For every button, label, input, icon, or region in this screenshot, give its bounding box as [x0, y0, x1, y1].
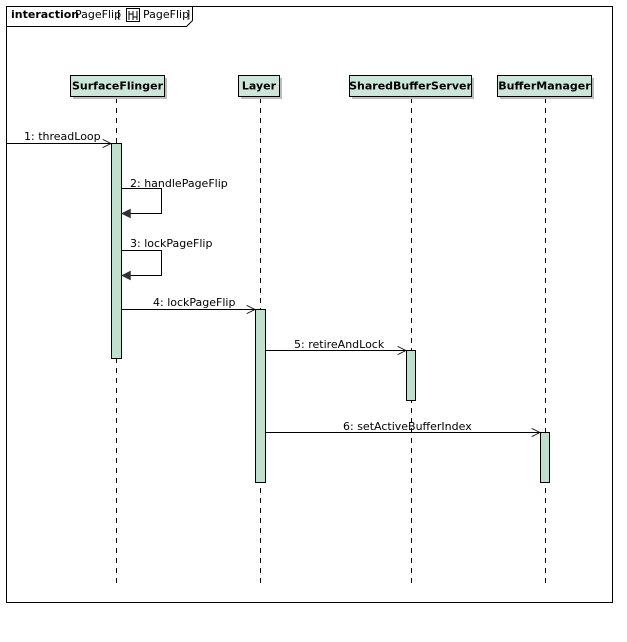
- frame-diagram-ref: PageFlip: [143, 8, 189, 21]
- sequence-diagram-icon: [126, 8, 140, 22]
- frame-name: PageFlip: [75, 8, 121, 21]
- frame-bracket-close: ]: [186, 8, 190, 21]
- message-6-label: 6: setActiveBufferIndex: [343, 420, 472, 433]
- activation-bar-buffermanager: [540, 432, 550, 483]
- activation-bar-layer: [255, 309, 266, 483]
- message-2-arrow[interactable]: [122, 188, 162, 214]
- lifeline-name-buffermanager: BufferManager: [498, 80, 591, 93]
- lifeline-buffermanager[interactable]: BufferManager: [497, 75, 595, 100]
- interaction-frame: interaction PageFlip [ PageFlip ]: [6, 6, 613, 603]
- message-3-arrow[interactable]: [122, 250, 162, 276]
- lifeline-head-box[interactable]: [497, 75, 592, 97]
- message-5[interactable]: 5: retireAndLock: [266, 338, 406, 351]
- frame-header-tab: [6, 6, 193, 27]
- frame-keyword: interaction: [11, 8, 79, 21]
- frame-bracket-open: [: [117, 8, 121, 21]
- message-2[interactable]: 2: handlePageFlip: [122, 177, 228, 214]
- lifeline-layer[interactable]: Layer: [238, 75, 283, 100]
- lifeline-sharedbufferserver[interactable]: SharedBufferServer: [349, 75, 474, 100]
- lifeline-name-surfaceflinger: SurfaceFlinger: [72, 80, 164, 93]
- message-3[interactable]: 3: lockPageFlip: [122, 237, 213, 276]
- lifeline-name-sharedbufferserver: SharedBufferServer: [349, 80, 472, 93]
- message-5-label: 5: retireAndLock: [294, 338, 385, 351]
- activation-bar-sharedbufferserver: [406, 350, 416, 401]
- lifeline-surfaceflinger[interactable]: SurfaceFlinger: [70, 75, 168, 100]
- message-6[interactable]: 6: setActiveBufferIndex: [266, 420, 540, 433]
- frame-border: [6, 6, 613, 603]
- lifeline-head-box[interactable]: [349, 75, 472, 97]
- lifeline-head-box[interactable]: [238, 75, 280, 97]
- message-1[interactable]: 1: threadLoop: [6, 130, 111, 144]
- message-4[interactable]: 4: lockPageFlip: [122, 296, 255, 310]
- message-3-label: 3: lockPageFlip: [130, 237, 212, 250]
- lifeline-name-layer: Layer: [242, 80, 277, 93]
- lifeline-head-box[interactable]: [70, 75, 165, 97]
- message-2-label: 2: handlePageFlip: [130, 177, 228, 190]
- message-4-label: 4: lockPageFlip: [153, 296, 235, 309]
- activation-bar-surfaceflinger: [111, 143, 122, 359]
- message-1-label: 1: threadLoop: [24, 130, 101, 143]
